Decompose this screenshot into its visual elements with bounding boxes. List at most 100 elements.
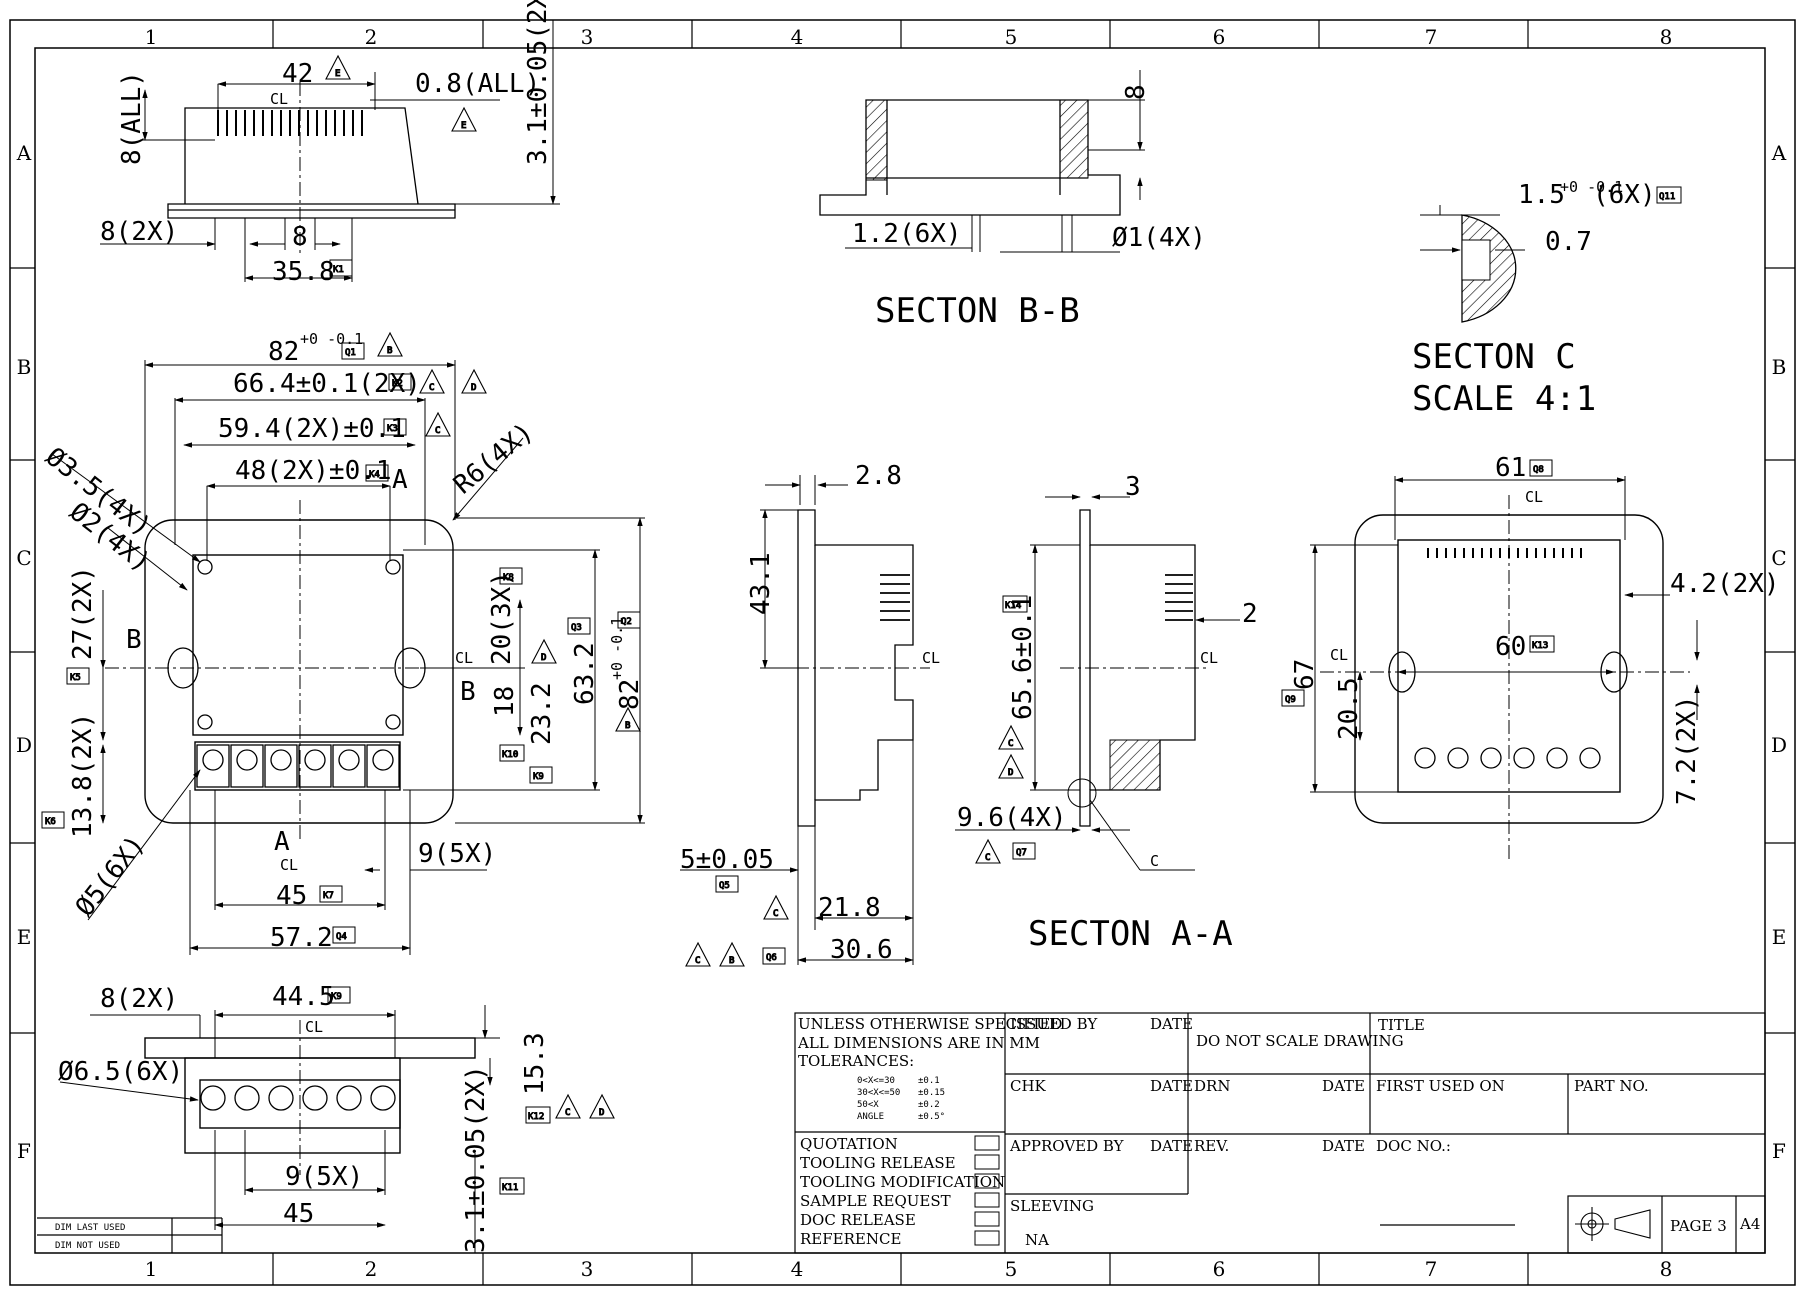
tag-K1: K1 xyxy=(329,259,353,277)
tol-range: 0<X<=30 xyxy=(857,1076,895,1086)
zone-row: C xyxy=(1771,546,1786,570)
dim-45: 45 xyxy=(283,1199,314,1229)
page-number: PAGE 3 xyxy=(1670,1217,1727,1235)
top-view: 42 0.8(ALL) 8(ALL) 8(2X) 8 35.8 3.1±0.05… xyxy=(100,0,560,287)
section-c-scale: SCALE 4:1 xyxy=(1412,379,1596,419)
svg-text:K11: K11 xyxy=(502,1183,518,1193)
dim-21.8: 21.8 xyxy=(818,893,881,923)
dim-8-all: 8(ALL) xyxy=(117,71,147,165)
flag-D: D xyxy=(531,638,557,664)
zone-col: 2 xyxy=(365,25,378,49)
socket-cell xyxy=(230,744,264,788)
dim-60: 60 xyxy=(1495,632,1526,662)
zone-col: 1 xyxy=(145,1257,158,1281)
svg-text:C: C xyxy=(565,1108,570,1118)
tag-K10: K10 xyxy=(499,744,525,762)
dim-8: 8 xyxy=(292,222,308,252)
title-block: UNLESS OTHERWISE SPECIFIED ALL DIMENSION… xyxy=(37,1012,1766,1254)
dim-13.8-2x: 13.8(2X) xyxy=(68,713,98,838)
flag-B: B xyxy=(615,706,641,732)
tag-K4: K4 xyxy=(365,464,389,482)
socket-hole xyxy=(336,1085,362,1111)
zone-col: 5 xyxy=(1005,1257,1018,1281)
dim-1.2-6x: 1.2(6X) xyxy=(852,219,962,249)
svg-text:B: B xyxy=(387,346,392,356)
tag-Q3: Q3 xyxy=(567,617,591,635)
section-aa-right-ribs xyxy=(1165,574,1193,621)
section-c-title: SECTON C xyxy=(1412,337,1576,377)
svg-text:Q1: Q1 xyxy=(345,348,356,358)
checklist-reference: REFERENCE xyxy=(800,1230,901,1248)
dim-2: 2 xyxy=(1242,599,1258,629)
svg-text:Q8: Q8 xyxy=(1533,465,1544,475)
centerline-label: CL xyxy=(1525,488,1543,506)
dim-8-2x: 8(2X) xyxy=(100,217,178,247)
date-label: DATE xyxy=(1322,1077,1365,1095)
svg-text:Q3: Q3 xyxy=(571,623,582,633)
dim-61: 61 xyxy=(1495,453,1526,483)
right-side-view: 61 CL CL 4.2(2X) 60 67 20.5 7.2(2X) xyxy=(1290,453,1780,860)
svg-text:D: D xyxy=(1008,768,1013,778)
rev-label: REV. xyxy=(1194,1137,1229,1155)
right-view-pin-row xyxy=(1414,747,1601,769)
dim-20.5: 20.5 xyxy=(1334,677,1364,740)
svg-text:K3: K3 xyxy=(387,424,398,434)
centerline-label: CL xyxy=(1330,646,1348,664)
dim-8-2x: 8(2X) xyxy=(100,984,178,1014)
socket-hole xyxy=(236,749,258,771)
socket-hole xyxy=(372,749,394,771)
flag-D: D xyxy=(998,753,1024,779)
doc-no-label: DOC NO.: xyxy=(1376,1137,1451,1155)
dim-65.6-tol: 65.6±0.1 xyxy=(1008,595,1038,720)
zone-row: C xyxy=(16,546,31,570)
dim-3.1-tol-2x: 3.1±0.05(2X) xyxy=(523,0,553,165)
svg-text:D: D xyxy=(541,653,546,663)
tag-Q6: Q6 xyxy=(762,947,786,965)
pin-hole xyxy=(1414,747,1436,769)
bottom-view: 8(2X) 44.5 CL Ø6.5(6X) 15.3 9(5X) 45 3.1… xyxy=(58,982,550,1253)
title-label: TITLE xyxy=(1378,1016,1425,1034)
zone-col: 4 xyxy=(791,25,804,49)
issued-by-label: ISSUED BY xyxy=(1010,1015,1098,1033)
zone-row: E xyxy=(1772,925,1787,949)
dim-dia6.5-6x: Ø6.5(6X) xyxy=(58,1057,183,1087)
svg-text:K13: K13 xyxy=(1532,641,1548,651)
zone-row: A xyxy=(16,141,32,165)
zone-col: 3 xyxy=(581,1257,594,1281)
dim-r6-4x: R6(4X) xyxy=(448,417,539,500)
dim-3.1-tol-2x: 3.1±0.05(2X) xyxy=(461,1065,491,1253)
checklist-checkbox xyxy=(974,1192,1000,1208)
pin-hole xyxy=(1447,747,1469,769)
tag-Q9: Q9 xyxy=(1281,689,1305,707)
tag-K14: K14 xyxy=(1002,595,1028,613)
dim-0.7: 0.7 xyxy=(1545,227,1592,257)
flag-C: C xyxy=(425,411,451,437)
front-mount-slots xyxy=(167,559,426,730)
tag-Q11: Q11 xyxy=(1656,186,1682,204)
dim-9-5x: 9(5X) xyxy=(285,1162,363,1192)
zone-row: D xyxy=(16,733,32,757)
zone-col: 7 xyxy=(1425,1257,1438,1281)
svg-text:C: C xyxy=(773,909,778,919)
flag-E: E xyxy=(325,54,351,80)
pin-hole xyxy=(1480,747,1502,769)
zone-row: F xyxy=(1772,1139,1786,1163)
dim-67: 67 xyxy=(1290,659,1320,690)
zone-row: F xyxy=(17,1139,31,1163)
socket-hole xyxy=(338,749,360,771)
zone-col: 5 xyxy=(1005,25,1018,49)
detail-c-callout: C xyxy=(1150,852,1159,870)
drn-label: DRN xyxy=(1194,1077,1230,1095)
svg-text:K2: K2 xyxy=(392,379,403,389)
dim-27-2x: 27(2X) xyxy=(68,566,98,660)
zone-col: 8 xyxy=(1660,25,1673,49)
pin-hole xyxy=(1513,747,1535,769)
section-b-marker: B xyxy=(460,677,476,707)
tol-header-line-1: UNLESS OTHERWISE SPECIFIED xyxy=(798,1015,1062,1033)
zone-col: 8 xyxy=(1660,1257,1673,1281)
key-tags: K1 Q1 K2 K3 K4 K8 Q3 Q2 K5 K10 K9 K6 K7 … xyxy=(41,186,1682,1195)
checklist-checkbox xyxy=(974,1230,1000,1246)
flag-C: C xyxy=(419,368,445,394)
tag-Q7: Q7 xyxy=(1012,842,1036,860)
